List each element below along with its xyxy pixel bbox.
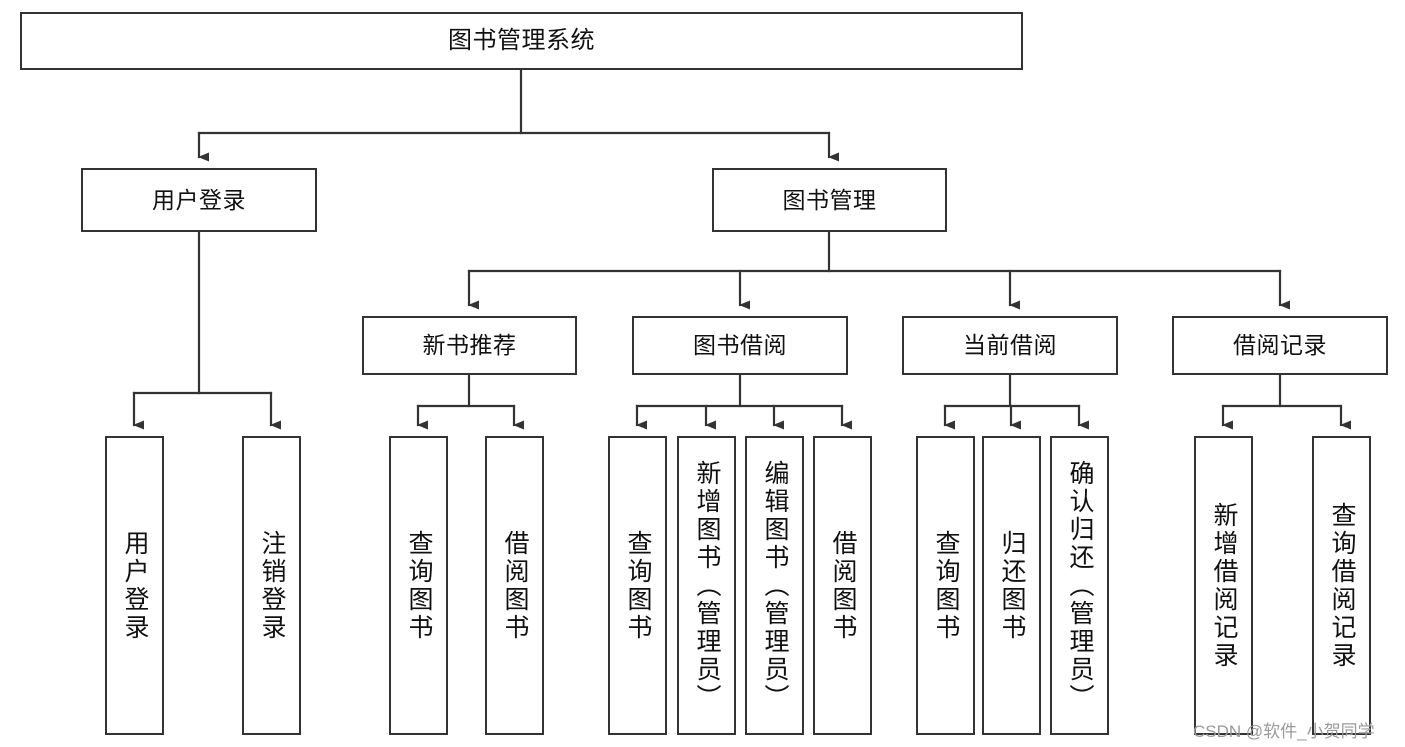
node-label: 借阅记录 (1233, 332, 1327, 359)
node-label: 借阅图书 (501, 529, 529, 642)
node-label: 查询图书 (405, 529, 433, 642)
node-label: 借阅图书 (829, 529, 857, 642)
node-label: 用户登录 (152, 186, 246, 213)
node-label: 新增图书（管理员） (693, 459, 721, 712)
node-label: 查询借阅记录 (1328, 501, 1356, 670)
node-l3-nb-query[interactable]: 查询图书 (389, 436, 448, 735)
node-label: 图书管理系统 (448, 27, 595, 55)
node-l3-nb-borrow[interactable]: 借阅图书 (485, 436, 544, 735)
node-l2-record[interactable]: 借阅记录 (1172, 316, 1388, 375)
node-l1-manage[interactable]: 图书管理 (712, 168, 947, 232)
node-label: 图书管理 (782, 186, 877, 213)
node-l2-current[interactable]: 当前借阅 (902, 316, 1118, 375)
node-label: 查询图书 (624, 529, 652, 642)
node-l3-bk-borrow[interactable]: 借阅图书 (813, 436, 872, 735)
node-l3-bk-edit[interactable]: 编辑图书（管理员） (745, 436, 804, 735)
node-label: 注销登录 (258, 529, 286, 642)
node-root[interactable]: 图书管理系统 (20, 12, 1023, 70)
node-label: 查询图书 (932, 529, 960, 642)
node-l3-bk-query[interactable]: 查询图书 (608, 436, 667, 735)
node-l3-cur-query[interactable]: 查询图书 (916, 436, 975, 735)
node-label: 用户登录 (121, 529, 149, 642)
node-l3-cur-return[interactable]: 归还图书 (982, 436, 1041, 735)
node-l3-userlogin[interactable]: 用户登录 (105, 436, 164, 735)
node-label: 归还图书 (998, 529, 1026, 642)
node-label: 图书借阅 (693, 332, 787, 359)
node-label: 新书推荐 (422, 332, 517, 359)
node-label: 编辑图书（管理员） (761, 459, 789, 712)
node-label: 当前借阅 (963, 332, 1057, 359)
node-l3-bk-add[interactable]: 新增图书（管理员） (677, 436, 736, 735)
node-l3-rec-add[interactable]: 新增借阅记录 (1194, 436, 1253, 735)
node-label: 确认归还（管理员） (1066, 459, 1094, 712)
node-l3-rec-query[interactable]: 查询借阅记录 (1312, 436, 1371, 735)
node-l2-newbook[interactable]: 新书推荐 (362, 316, 577, 375)
node-l2-borrow[interactable]: 图书借阅 (632, 316, 848, 375)
node-l3-logout[interactable]: 注销登录 (242, 436, 301, 735)
node-l3-cur-confirm[interactable]: 确认归还（管理员） (1050, 436, 1109, 735)
node-l1-login[interactable]: 用户登录 (81, 168, 317, 232)
node-label: 新增借阅记录 (1210, 501, 1238, 670)
